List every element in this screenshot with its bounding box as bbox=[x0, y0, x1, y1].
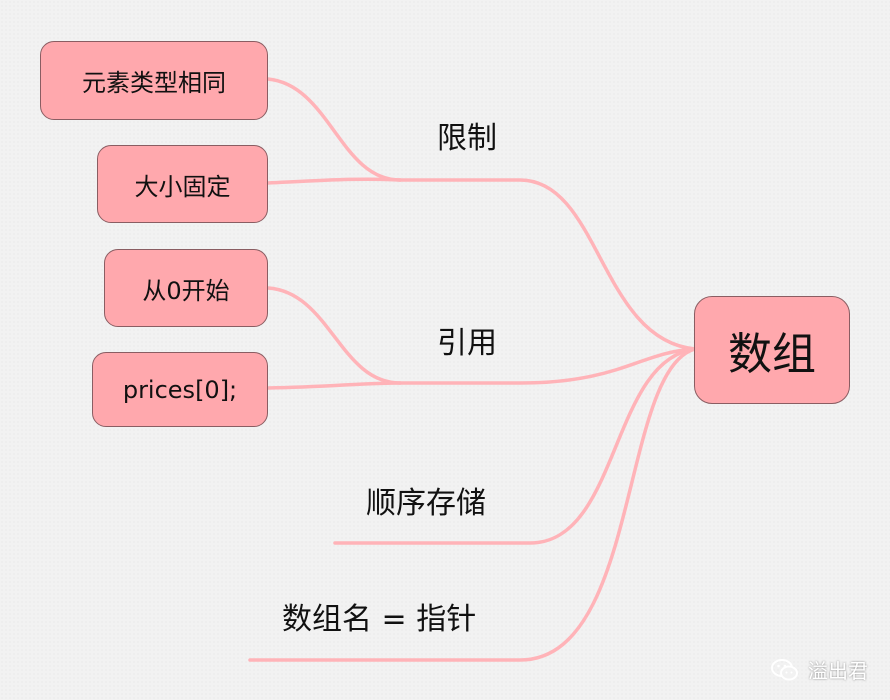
leaf-node-2-label: 大小固定 bbox=[134, 172, 231, 201]
connector-branch-1-child-2 bbox=[266, 177, 402, 185]
leaf-node-2: 大小固定 bbox=[97, 145, 268, 223]
connector-branch-1-child-1 bbox=[266, 77, 402, 182]
watermark-text: 溢出君 bbox=[808, 659, 868, 683]
branch-label-2: 引用 bbox=[437, 326, 497, 361]
branch-label-3: 顺序存储 bbox=[366, 486, 486, 521]
root-node-label: 数组 bbox=[728, 329, 816, 380]
root-node: 数组 bbox=[694, 296, 850, 404]
watermark: 溢出君 bbox=[770, 655, 868, 684]
branch-label-4: 数组名 = 指针 bbox=[282, 602, 477, 637]
leaf-node-4-label: prices[0]; bbox=[122, 375, 238, 404]
leaf-node-1: 元素类型相同 bbox=[40, 41, 268, 120]
branch-label-1: 限制 bbox=[437, 121, 497, 156]
connector-root-to-branch-2 bbox=[398, 347, 697, 385]
leaf-node-3-label: 从0开始 bbox=[142, 276, 230, 305]
wechat-icon bbox=[771, 658, 798, 680]
leaf-node-4: prices[0]; bbox=[92, 352, 268, 427]
connector-root-to-branch-4 bbox=[248, 347, 697, 662]
leaf-node-3: 从0开始 bbox=[104, 249, 268, 327]
connector-root-to-branch-1 bbox=[398, 178, 697, 351]
leaf-node-1-label: 元素类型相同 bbox=[82, 69, 226, 97]
connector-branch-2-child-2 bbox=[266, 381, 402, 390]
connector-branch-2-child-1 bbox=[266, 286, 402, 385]
connector-root-to-branch-3 bbox=[333, 347, 697, 545]
